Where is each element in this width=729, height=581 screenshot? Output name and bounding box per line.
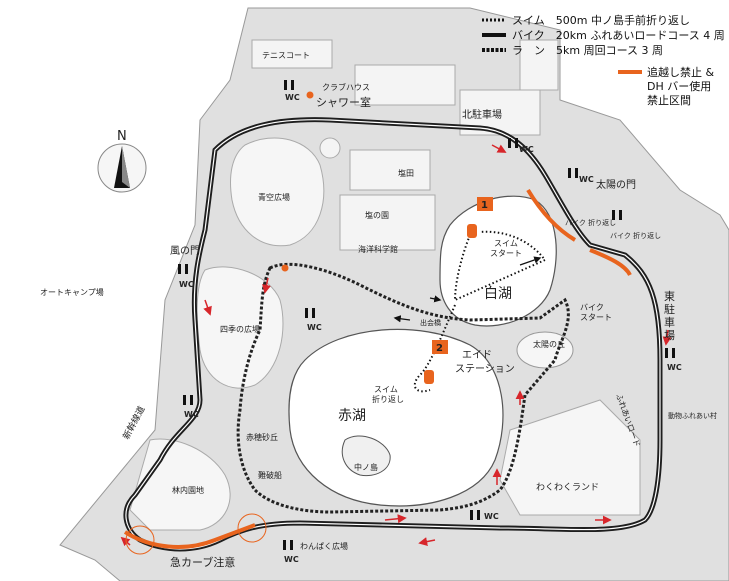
label-taiyo-gate: 太陽の門: [596, 178, 636, 191]
label-east-parking-2: 駐: [664, 302, 675, 316]
label-autocamp: オートキャンプ場: [40, 287, 104, 297]
buoy-2: [424, 340, 448, 384]
wc-label-2: WC: [519, 145, 534, 154]
label-sun-hill: 太陽の丘: [533, 339, 565, 349]
label-marine-lab: 海洋科学館: [358, 244, 398, 254]
akako-lake: [288, 328, 504, 507]
label-shower: シャワー室: [316, 95, 371, 109]
no-pass-section-sw: [123, 523, 256, 549]
label-shioda: 塩田: [398, 168, 414, 178]
legend-no-pass-1: 追越し禁止 &: [647, 65, 714, 79]
label-shiki: 四季の広場: [220, 324, 260, 334]
curve-marker-1: [125, 525, 155, 555]
label-akako: 赤湖: [338, 408, 366, 424]
compass-north-label: N: [117, 129, 127, 144]
label-bike-turn-2: バイク 折り返し: [610, 231, 661, 240]
label-shutter: 出会橋: [420, 318, 441, 327]
direction-arrows: [120, 144, 672, 547]
label-bike-start-1: バイク: [580, 303, 604, 312]
label-bike-start-2: スタート: [580, 313, 612, 322]
buoy-1-label: 1: [481, 200, 488, 211]
wc-label-3: WC: [579, 175, 594, 184]
label-swim-start-2: スタート: [490, 249, 522, 258]
buoy-2-label: 2: [436, 343, 443, 354]
label-wanpaku: わんぱく広場: [300, 541, 348, 551]
buoy-1: [467, 197, 493, 238]
label-aid-1: エイド: [462, 350, 492, 361]
wc-label-7: WC: [667, 363, 682, 372]
run-course: [236, 262, 570, 514]
label-swim-start-1: スイム: [494, 239, 518, 248]
wakuwaku-area: [499, 399, 641, 516]
label-animal: 動物ふれあい村: [668, 411, 717, 420]
label-swim-turn-2: 折り返し: [372, 394, 404, 404]
wc-label-9: WC: [284, 555, 299, 564]
wc-label-8: WC: [484, 512, 499, 521]
label-north-parking: 北駐車場: [462, 108, 502, 121]
swim-course: [453, 230, 547, 302]
legend-run: ラ ン 5km 周回コース 3 周: [512, 44, 663, 57]
no-pass-section-east: [589, 248, 632, 277]
label-swim-turn-1: スイム: [374, 385, 398, 394]
label-east-parking-1: 東: [664, 290, 675, 303]
label-shipwreck: 難破船: [258, 470, 282, 480]
label-aozora: 青空広場: [258, 192, 290, 202]
wc-label-1: WC: [285, 93, 300, 102]
wc-icons: [178, 80, 675, 550]
clubhouse-marker: [306, 91, 314, 99]
label-aid-2: ステーション: [455, 364, 515, 375]
label-bike-turn: バイク 折り返し: [565, 218, 616, 227]
label-shio-garden: 塩の園: [365, 210, 389, 220]
label-shirako: 白湖: [484, 286, 512, 302]
shioda-area: [319, 137, 436, 251]
legend-no-pass-2: DH バー使用: [647, 80, 711, 93]
label-tennis: テニスコート: [262, 51, 310, 60]
legend: [482, 18, 642, 74]
no-pass-section-ne: [526, 188, 577, 242]
label-nakanoshima: 中ノ島: [354, 462, 378, 472]
compass: [97, 143, 147, 193]
label-kyuukaabu: 急カーブ注意: [170, 555, 235, 569]
sun-hill: [516, 331, 574, 369]
label-wakuwaku: わくわくランド: [536, 482, 599, 493]
legend-bike: バイク 20km ふれあいロードコース 4 周: [512, 29, 725, 42]
kaze-gate-marker: [281, 264, 289, 272]
label-clubhouse: クラブハウス: [322, 82, 370, 92]
label-east-parking-4: 場: [664, 329, 675, 342]
label-hinoki: 赤穂砂丘: [246, 432, 278, 442]
wc-label-6: WC: [184, 410, 199, 419]
wc-label-5: WC: [307, 323, 322, 332]
legend-no-pass-3: 禁止区間: [647, 94, 691, 107]
rinnai-area: [129, 438, 231, 531]
course-arrows: [393, 256, 542, 323]
wc-label-4: WC: [179, 280, 194, 289]
label-rinnai: 林内園地: [172, 485, 204, 495]
aozora-plaza: [230, 137, 325, 247]
label-kaze-gate: 風の門: [170, 245, 200, 257]
legend-swim: スイム 500m 中ノ島手前折り返し: [512, 13, 690, 27]
nakanoshima-island: [341, 435, 391, 477]
curve-marker-2: [237, 513, 267, 543]
label-east-parking-3: 車: [664, 315, 675, 329]
